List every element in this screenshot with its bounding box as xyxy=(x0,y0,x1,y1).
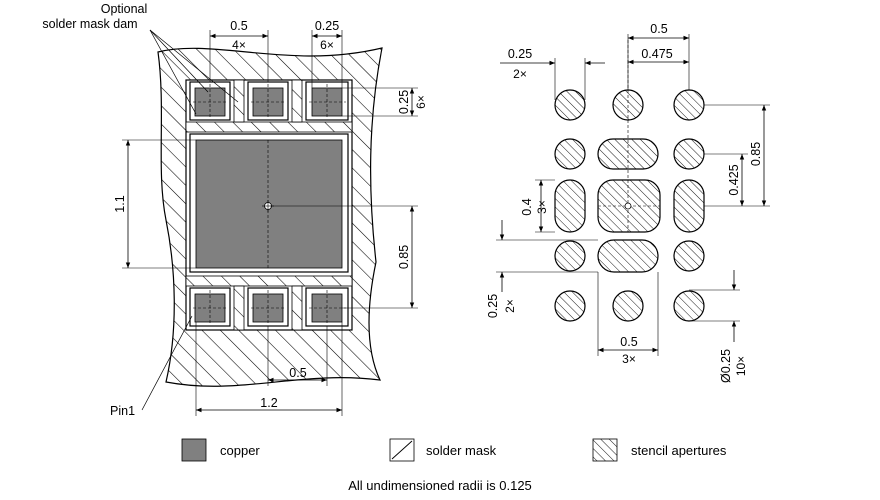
mask-dam xyxy=(233,79,245,123)
top-pads xyxy=(189,81,349,121)
dim-offset-top: 0.475 xyxy=(641,47,672,61)
optional-label: Optional xyxy=(101,2,148,16)
aperture-oval xyxy=(597,138,659,170)
mask-dam xyxy=(185,121,353,133)
dim-pad-pitch: 0.5 xyxy=(230,19,247,33)
dim-oval-height: 0.4 xyxy=(520,198,534,215)
left-dimension-lines xyxy=(122,30,418,416)
footnote: All undimensioned radii is 0.125 xyxy=(348,478,532,493)
dim-pad-pitch-count: 4× xyxy=(232,38,246,52)
dim-bottom-dia: 0.25 xyxy=(486,294,500,318)
leader-lines xyxy=(141,29,239,411)
mask-dam xyxy=(233,285,245,331)
dim-center-height: 1.1 xyxy=(113,195,127,212)
dim-pad-width-count: 6× xyxy=(320,38,334,52)
aperture-oval xyxy=(673,179,705,233)
stencil-apertures xyxy=(554,89,705,322)
right-dimension-lines xyxy=(496,34,770,356)
dim-oval-height-count: 3× xyxy=(535,200,549,214)
aperture-circle xyxy=(612,290,644,322)
aperture-circle xyxy=(673,138,705,170)
aperture-circle xyxy=(554,290,586,322)
solder-mask-swatch xyxy=(391,440,413,460)
dim-circle-dia: Ø0.25 xyxy=(719,349,733,383)
aperture-oval xyxy=(554,179,586,233)
bottom-pads xyxy=(189,287,349,327)
pin1-label: Pin1 xyxy=(110,404,135,418)
dim-pad-width: 0.25 xyxy=(315,19,339,33)
mask-dam xyxy=(185,275,353,287)
dim-dia-left: 0.25 xyxy=(508,47,532,61)
dim-center-offset: 0.85 xyxy=(397,245,411,269)
legend-copper-label: copper xyxy=(220,443,260,458)
centerlines xyxy=(193,84,346,324)
mask-dam xyxy=(291,79,303,123)
dim-height-right: 0.85 xyxy=(749,142,763,166)
aperture-circle xyxy=(554,138,586,170)
aperture-circle xyxy=(673,89,705,121)
legend-stencil-label: stencil apertures xyxy=(631,443,727,458)
dim-offset-right: 0.425 xyxy=(727,164,741,195)
dim-overall-width: 1.2 xyxy=(260,396,277,410)
aperture-circle xyxy=(554,89,586,121)
dim-circle-dia-count: 10× xyxy=(734,356,748,376)
stencil-swatch xyxy=(592,438,618,462)
aperture-circle xyxy=(554,240,586,272)
aperture-circle xyxy=(673,240,705,272)
dim-pad-height-count: 6× xyxy=(414,95,428,109)
stencil-center-mark xyxy=(624,202,632,210)
dim-bottom-pitch: 0.5 xyxy=(289,366,306,380)
aperture-circle xyxy=(673,290,705,322)
dim-bottom-pitch-right-count: 3× xyxy=(622,352,636,366)
dim-bottom-pitch-right: 0.5 xyxy=(620,335,637,349)
mask-dam xyxy=(291,285,303,331)
aperture-oval xyxy=(597,239,659,273)
left-footprint: Optional solder mask dam Pin1 0.5 4× 0.2… xyxy=(42,2,428,418)
legend: copper solder mask stencil apertures xyxy=(181,438,727,462)
legend-solder-mask-label: solder mask xyxy=(426,443,497,458)
copper-swatch xyxy=(181,438,207,462)
dim-bottom-dia-count: 2× xyxy=(503,299,517,313)
dim-dia-left-count: 2× xyxy=(513,67,527,81)
right-stencil: 0.5 0.475 0.25 2× 0.85 0.425 0.4 3× 0.25… xyxy=(486,22,770,383)
solder-mask-dam-label: solder mask dam xyxy=(42,17,137,31)
dim-pitch-top: 0.5 xyxy=(650,22,667,36)
dim-pad-height: 0.25 xyxy=(397,90,411,114)
